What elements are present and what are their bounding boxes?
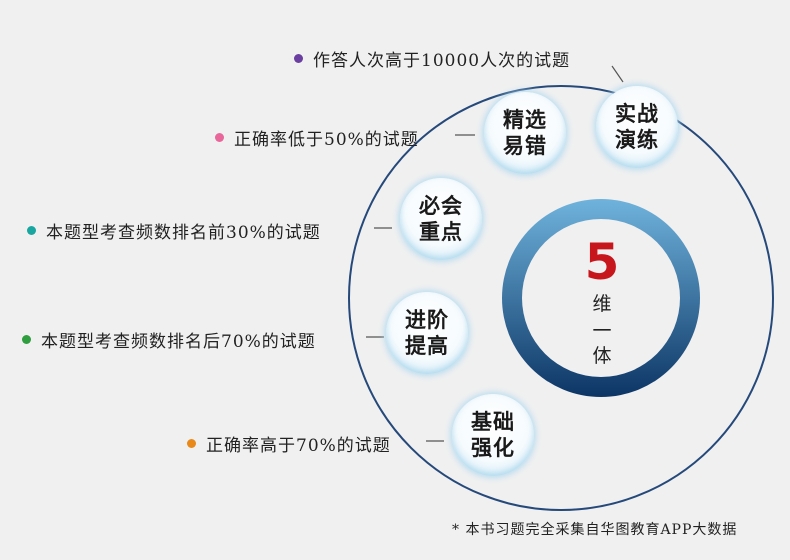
bubble-label: 进阶 [405,307,449,332]
bubble-label: 强化 [471,435,515,460]
criterion-text: 本题型考查频数排名前30%的试题 [46,223,321,243]
criterion-row: 本题型考查频数排名前30%的试题 [27,218,321,243]
criterion-text: 正确率低于50%的试题 [234,130,419,150]
center-char-2: 一 [592,320,612,342]
bullet-dot [294,54,303,63]
bullet-dot [27,226,36,235]
center-char-3: 体 [592,345,612,367]
criterion-row: 本题型考查频数排名后70%的试题 [22,327,316,352]
criterion-text: 本题型考查频数排名后70%的试题 [41,332,316,352]
bubble-label: 易错 [503,133,547,158]
center-number: 5 [584,233,620,291]
bubble-label: 提高 [405,333,449,358]
bubble-label: 精选 [503,107,547,132]
criterion-text: 正确率高于70%的试题 [206,436,391,456]
bubble-bihui: 必会 重点 [400,178,482,260]
bubble-label: 实战 [615,101,659,126]
bubble-jinjie: 进阶 提高 [386,292,468,374]
bubble-label: 基础 [471,409,515,434]
bubble-jichu: 基础 强化 [452,394,534,476]
criterion-row: 正确率低于50%的试题 [215,125,419,150]
criterion-row: 正确率高于70%的试题 [187,431,391,456]
center-char-1: 维 [592,293,612,315]
criterion-row: 作答人次高于10000人次的试题 [294,46,570,71]
bubble-shizhan: 实战 演练 [596,86,678,168]
bullet-dot [215,133,224,142]
footnote: * 本书习题完全采集自华图教育APP大数据 [452,522,738,538]
bubble-label: 重点 [419,219,463,244]
bubble-label: 必会 [419,193,463,218]
bullet-dot [22,335,31,344]
center-ring-hole [522,219,680,377]
bubble-label: 演练 [615,127,659,152]
connector-line [611,65,624,83]
outer-arc [348,85,774,511]
bullet-dot [187,439,196,448]
criterion-text: 作答人次高于10000人次的试题 [313,51,571,71]
bubble-jingxuan: 精选 易错 [484,92,566,174]
